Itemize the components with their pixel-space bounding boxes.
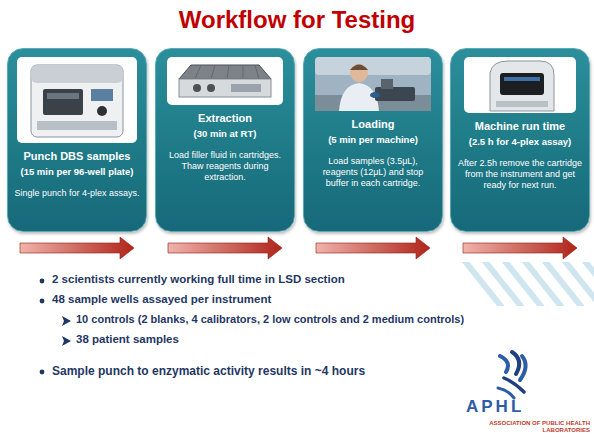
bullet-text: 48 sample wells assayed per instrument: [52, 293, 452, 307]
bullet-text: 10 controls (2 blanks, 4 calibrators, 2 …: [76, 313, 590, 326]
step-title: Extraction: [162, 112, 288, 125]
bullet-arrow: [62, 336, 71, 346]
bullet-arrow: [62, 316, 71, 326]
shaker-picture: [161, 55, 289, 107]
lab-worker-picture: [309, 55, 437, 113]
bullet-dot: [40, 299, 45, 304]
process-box: Extraction (30 min at RT) Load filler flui…: [155, 48, 295, 232]
bullet-text: Sample punch to enzymatic activity resul…: [52, 364, 457, 378]
bullet-markers: [40, 279, 71, 375]
step-title: Machine run time: [457, 120, 583, 133]
flow-arrow: [20, 237, 134, 259]
flow-arrows: [20, 237, 577, 259]
step-duration: (5 min per machine): [310, 134, 436, 145]
step-duration: (15 min per 96-well plate): [14, 166, 140, 177]
logo-text: ASSOCIATION OF PUBLIC HEALTH LABORATORIE…: [476, 420, 590, 434]
flow-arrow: [316, 237, 430, 259]
flow-arrow: [463, 237, 577, 259]
step-description: After 2.5h remove the cartridge from the…: [457, 158, 583, 192]
bullet-dot: [40, 279, 45, 284]
flow-arrow: [168, 237, 282, 259]
bullet-text: 38 patient samples: [76, 333, 456, 347]
logo-text: APHL: [466, 397, 550, 417]
step-description: Load filler fluid in cartridges. Thaw re…: [162, 150, 288, 184]
step-description: Single punch for 4-plex assays.: [14, 188, 140, 199]
step-title: Loading: [310, 118, 436, 131]
process-box: Machine run time (2.5 h for 4-plex assay)…: [450, 48, 590, 232]
step-title: Punch DBS samples: [14, 150, 140, 163]
process-box: Punch DBS samples (15 min per 96-well pla…: [7, 48, 147, 232]
step-duration: (2.5 h for 4-plex assay): [457, 136, 583, 147]
instrument-picture: [456, 55, 584, 115]
bullet-dot: [40, 370, 45, 375]
bullet-text: 2 scientists currently working full time…: [52, 273, 472, 287]
step-duration: (30 min at RT): [162, 128, 288, 139]
step-description: Load samples (3.5μL), reagents (12μL) an…: [310, 156, 436, 190]
slide-title: Workflow for Testing: [0, 6, 594, 35]
logo-mark: [498, 352, 526, 398]
process-box: Loading (5 min per machine) Load samples (…: [303, 48, 443, 232]
punch-machine-picture: [13, 55, 141, 145]
